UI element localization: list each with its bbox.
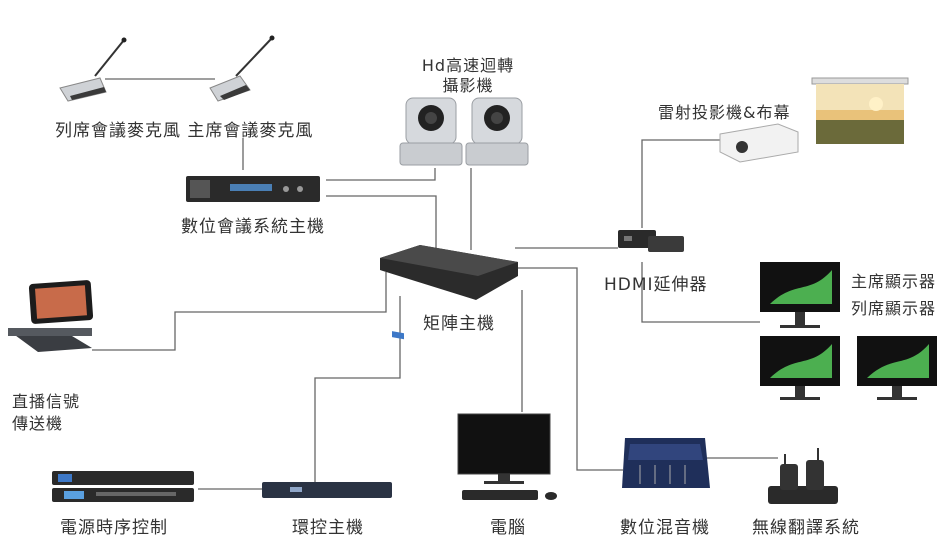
central-control-device — [262, 482, 392, 498]
matrix-host-device — [380, 245, 518, 340]
conference-to-matrix-line — [326, 195, 437, 250]
matrix-to-streamer-line — [92, 272, 387, 351]
stream-label-line2: 傳送機 — [12, 414, 64, 433]
wireless-translation-label: 無線翻譯系統 — [752, 518, 860, 538]
conference-host-device — [186, 176, 320, 202]
matrix-to-central-control-line — [314, 296, 401, 482]
computer-label: 電腦 — [490, 518, 526, 538]
digital-mixer-label: 數位混音機 — [620, 518, 710, 538]
matrix-host-label: 矩陣主機 — [423, 314, 495, 334]
conference-host-label: 數位會議系統主機 — [181, 217, 325, 237]
connection-lines — [92, 78, 778, 490]
central-control-label: 環控主機 — [292, 518, 364, 538]
stream-transmitter-device — [8, 280, 94, 352]
attendee-display-left — [760, 336, 840, 400]
digital-mixer-device — [622, 438, 710, 488]
power-sequencer-device — [52, 471, 194, 502]
chair-display-label: 主席顯示器 — [851, 272, 937, 291]
projection-screen — [811, 77, 909, 144]
mic-left — [59, 37, 127, 102]
extender-to-displays-line — [641, 262, 760, 323]
stream-label-line1: 直播信號 — [12, 392, 81, 411]
matrix-to-mixer-line — [515, 267, 623, 471]
projector-device — [719, 123, 799, 163]
attendee-display-right — [857, 336, 937, 400]
hdmi-extender-device — [618, 230, 684, 252]
ptz-camera-left — [399, 97, 463, 166]
camera-label-line2: 攝影機 — [442, 76, 494, 95]
wireless-translation-device — [768, 448, 838, 504]
chair-display — [760, 262, 840, 328]
mic-pair-label: 列席會議麥克風 主席會議麥克風 — [55, 121, 314, 141]
power-sequencer-label: 電源時序控制 — [60, 518, 168, 538]
camera-label-line1: Hd高速迴轉 — [421, 56, 515, 75]
mic-right — [209, 35, 275, 102]
attendee-display-label: 列席顯示器 — [851, 299, 937, 318]
computer-device — [457, 413, 557, 500]
conference-to-camera-line — [326, 168, 436, 181]
extender-to-projector-line — [641, 139, 722, 228]
hdmi-extender-label: HDMI延伸器 — [604, 275, 708, 295]
ptz-camera-right — [465, 97, 529, 166]
projector-label: 雷射投影機&布幕 — [658, 103, 791, 122]
